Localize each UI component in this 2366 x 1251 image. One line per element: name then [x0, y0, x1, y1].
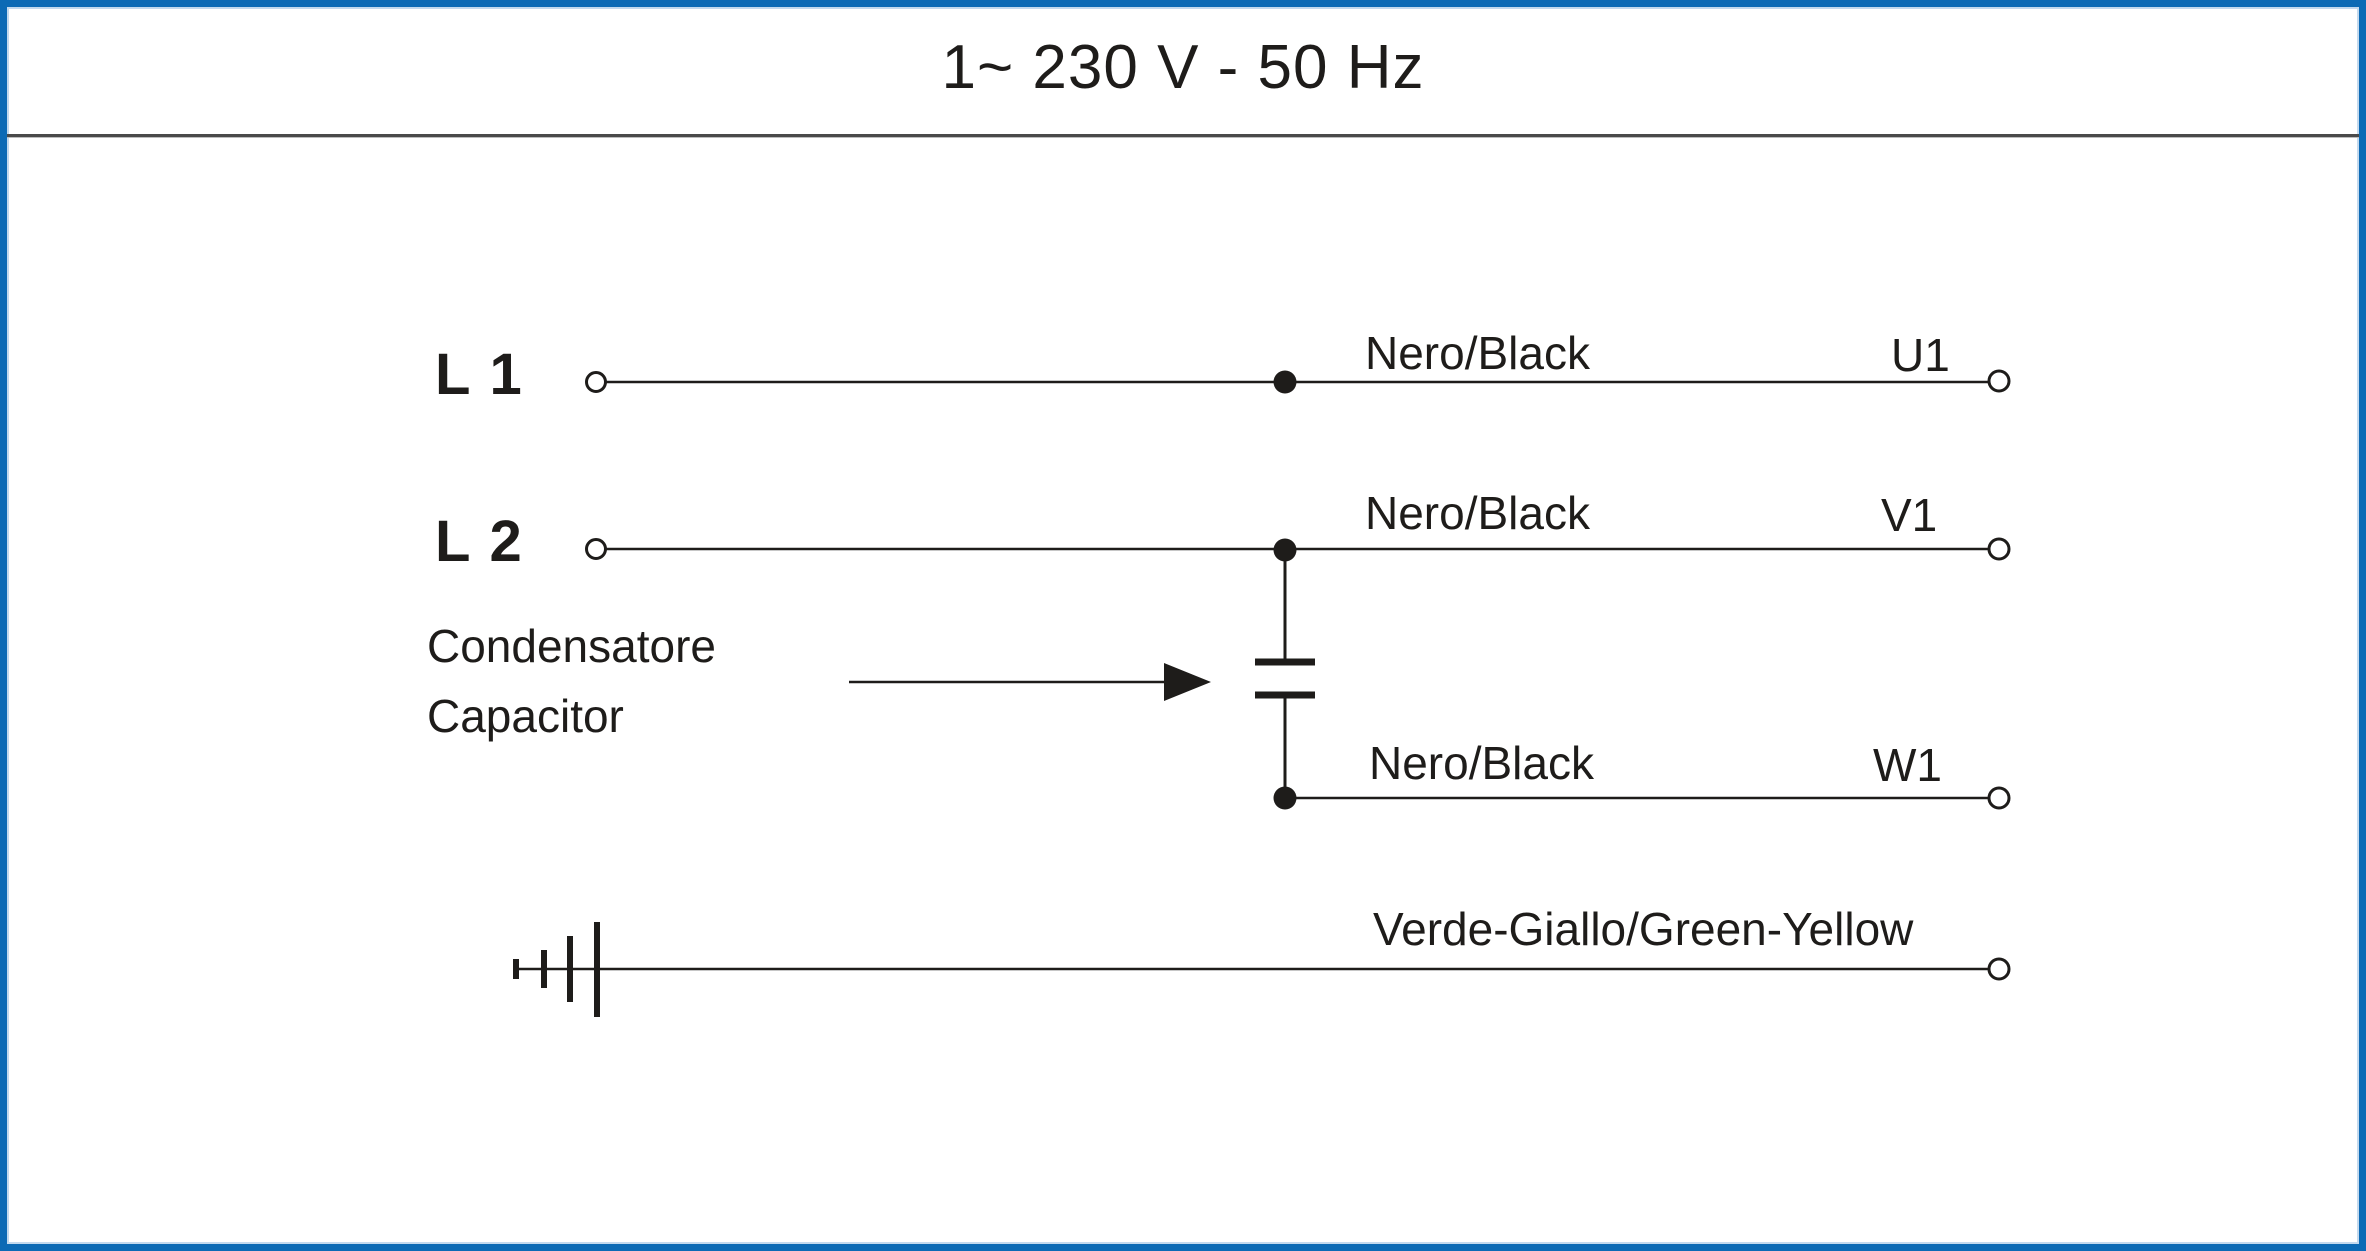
capacitor-label-italian: Condensatore	[427, 620, 716, 672]
capacitor-icon	[1255, 658, 1315, 699]
w1-terminal-label: W1	[1873, 739, 1942, 791]
l2-source-label: L 2	[435, 509, 524, 574]
l2-wire-color-label: Nero/Black	[1365, 487, 1590, 539]
l2-input-terminal-icon	[585, 538, 607, 560]
v1-terminal-label: V1	[1881, 489, 1938, 541]
v1-terminal-icon	[1987, 537, 2011, 561]
l1-source-label: L 1	[435, 342, 524, 407]
u1-terminal-icon	[1987, 369, 2011, 393]
l1-junction-dot	[1273, 370, 1297, 394]
earth-wire-color-label: Verde-Giallo/Green-Yellow	[1373, 903, 1914, 955]
diagram-title: 1~ 230 V - 50 Hz	[941, 33, 1425, 102]
u1-terminal-label: U1	[1891, 329, 1950, 381]
l1-input-terminal-icon	[585, 371, 607, 393]
header-divider	[7, 134, 2359, 138]
earth-terminal-icon	[1987, 957, 2011, 981]
w-wire-color-label: Nero/Black	[1369, 737, 1594, 789]
capacitor-label-english: Capacitor	[427, 690, 624, 742]
circuit-drawing	[513, 369, 2011, 1017]
w1-terminal-icon	[1987, 786, 2011, 810]
l1-wire-color-label: Nero/Black	[1365, 327, 1590, 379]
capacitor-pointer-arrow-icon	[1164, 663, 1211, 701]
